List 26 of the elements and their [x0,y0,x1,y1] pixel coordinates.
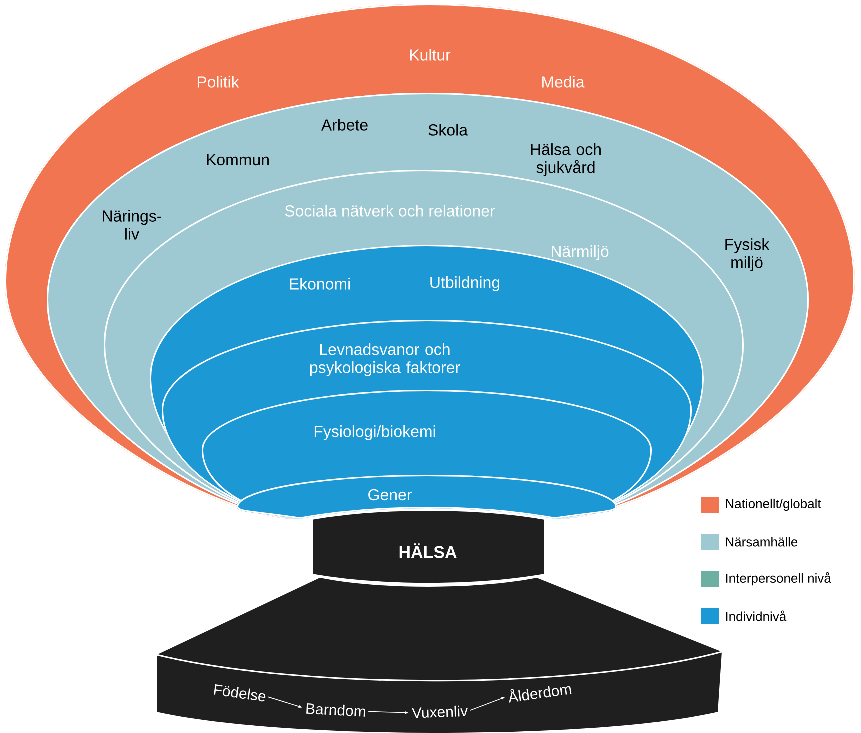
band-label: Gener [368,489,412,501]
band-label: Fysiologi/biokemi [314,426,436,440]
band-label: Politik [198,76,240,88]
core-band [237,475,617,519]
band-label: Levnadsvanor och psykologiska faktorer [310,344,460,376]
band-label: Kultur [410,49,451,61]
band-label: Kommun [207,154,269,166]
legend-label: Interpersonell nivå [726,572,832,586]
legend-label: Närsamhälle [726,537,798,547]
band-label: Sociala nätverk och relationer [285,205,496,217]
stage-label: Födelse [214,684,266,702]
band-label: Närings- liv [103,210,162,240]
stage-label: Vuxenliv [412,706,468,718]
stage-label: Barndom [306,704,366,717]
band-label: Media [542,76,585,88]
stage-label: Ålderdom [509,686,572,703]
band-label: Utbildning [430,276,500,292]
band-label: Närmiljö [552,246,609,260]
band-label: Hälsa och sjukvård [531,144,601,176]
legend-label: Individnivå [726,610,787,622]
health-block: HÄLSA [311,509,546,585]
band-label: Skola [428,124,468,136]
legend-label: Nationellt/globalt [726,498,822,512]
band-label: Fysisk miljö [726,238,770,272]
band-label: Ekonomi [290,278,350,290]
band-label: Arbete [321,119,368,131]
